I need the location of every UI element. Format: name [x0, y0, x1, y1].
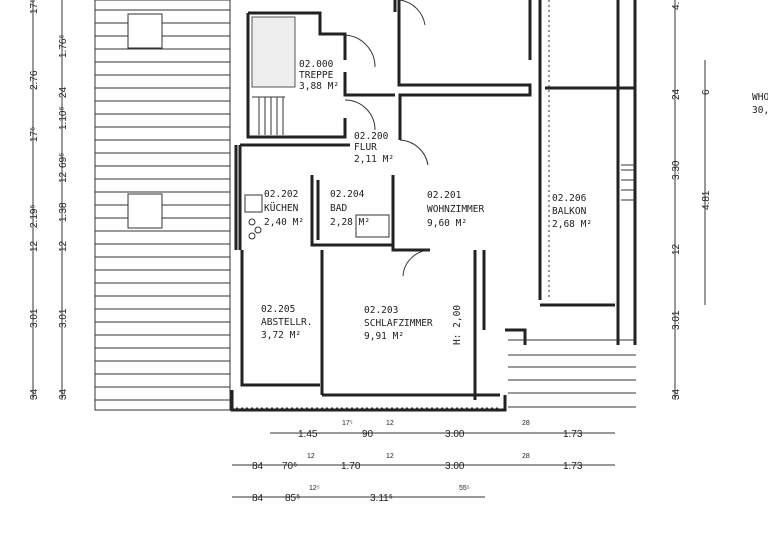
room-area: 9,91 M²: [364, 331, 404, 342]
dimension-label: 84: [252, 461, 264, 472]
room-name: ABSTELLR.: [261, 317, 312, 328]
dimension-chain-bottom: 1.45 17⁵ 90 12 3.00 28 1.73 84 70⁵ 12 1.…: [232, 420, 615, 504]
dimension-label: 34: [671, 388, 682, 400]
room-number: 02.201: [427, 190, 462, 201]
dimension-label: 17⁵: [29, 127, 40, 142]
dimension-label: 70⁵: [282, 461, 297, 472]
dimension-label: 3.01: [58, 308, 69, 328]
dimension-label: 12: [671, 243, 682, 255]
roof-area: [94, 0, 231, 411]
dimension-label: 1.73: [563, 429, 583, 440]
room-number: 02.000: [299, 59, 334, 70]
dimension-label: 12: [58, 240, 69, 252]
dimension-label: 28: [522, 453, 530, 460]
room-area: 2,11 M²: [354, 154, 394, 165]
dimension-chain-right: 34 3.01 12 3.30 24 4. 4.81 6: [671, 0, 712, 400]
room-name: SCHLAFZIMMER: [364, 318, 433, 329]
room-name: BAD: [330, 203, 347, 214]
dimension-label: 3.11⁵: [370, 493, 393, 504]
dimension-label: 2.19⁵: [29, 204, 40, 228]
walls: [230, 0, 637, 412]
room-area: 9,60 M²: [427, 218, 467, 229]
room-number: 02.205: [261, 304, 295, 315]
dimension-label: 3.00: [445, 461, 465, 472]
stair-landing: [251, 16, 296, 88]
room-number: 02.200: [354, 131, 389, 142]
dimension-label: 17⁵: [29, 0, 40, 14]
room-number: 02.203: [364, 305, 398, 316]
dimension-label: 4.: [671, 2, 682, 10]
room-number: 02.204: [330, 189, 365, 200]
dimension-label: 17⁵: [342, 420, 353, 427]
dimension-label: 12: [58, 171, 69, 183]
dimension-label: 12: [386, 420, 394, 427]
room-name: TREPPE: [299, 70, 334, 81]
dimension-label: 3.00: [445, 429, 465, 440]
dimension-label: 1.10⁵: [58, 106, 69, 130]
room-number: 02.202: [264, 189, 298, 200]
dimension-label: 12: [29, 240, 40, 252]
dimension-label: 3.30: [671, 160, 682, 180]
dimension-label: 1.70: [341, 461, 361, 472]
dimension-label: 4.81: [701, 190, 712, 210]
dimension-label: 34: [29, 388, 40, 400]
room-name: KÜCHEN: [264, 203, 299, 214]
side-note: WHO: [752, 92, 768, 103]
room-name: WOHNZIMMER: [427, 204, 484, 215]
roof-window: [127, 193, 163, 229]
room-area: 2,40 M²: [264, 217, 304, 228]
dimension-label: 12: [307, 453, 315, 460]
side-note: 30,: [752, 105, 768, 116]
dimension-label: 1.45: [298, 429, 318, 440]
roof-window: [127, 13, 163, 49]
dimension-label: 3.01: [29, 308, 40, 328]
room-name: BALKON: [552, 206, 587, 217]
dimension-label: 55⁵: [459, 485, 470, 492]
dimension-label: 85⁵: [285, 493, 300, 504]
dimension-label: 24: [671, 88, 682, 100]
dimension-label: 1.38: [58, 202, 69, 222]
dimension-label: 24: [58, 86, 69, 98]
dimension-label: 3.01: [671, 310, 682, 330]
dimension-label: 1.76⁵: [58, 34, 69, 58]
dimension-label: 84: [252, 493, 264, 504]
room-area: 3,88 M²: [299, 81, 339, 92]
room-number: 02.206: [552, 193, 587, 204]
height-note: H: 2,00: [452, 305, 463, 345]
dimension-label: 90: [362, 429, 374, 440]
room-area: 3,72 M²: [261, 330, 301, 341]
dimension-label: 28: [522, 420, 530, 427]
dimension-label: 12⁵: [309, 485, 320, 492]
dimension-label: 69⁵: [58, 153, 69, 168]
room-area: 2,28 M²: [330, 217, 370, 228]
dimension-label: 6: [701, 89, 712, 95]
room-area: 2,68 M²: [552, 219, 592, 230]
dimension-chain-left: 34 3.01 12 2.19⁵ 17⁵ 2.76 17⁵ 34 3.01 12…: [29, 0, 69, 400]
dimension-label: 12: [386, 453, 394, 460]
dimension-label: 2.76: [29, 70, 40, 90]
room-name: FLUR: [354, 142, 377, 153]
dimension-label: 34: [58, 388, 69, 400]
dimension-label: 1.73: [563, 461, 583, 472]
